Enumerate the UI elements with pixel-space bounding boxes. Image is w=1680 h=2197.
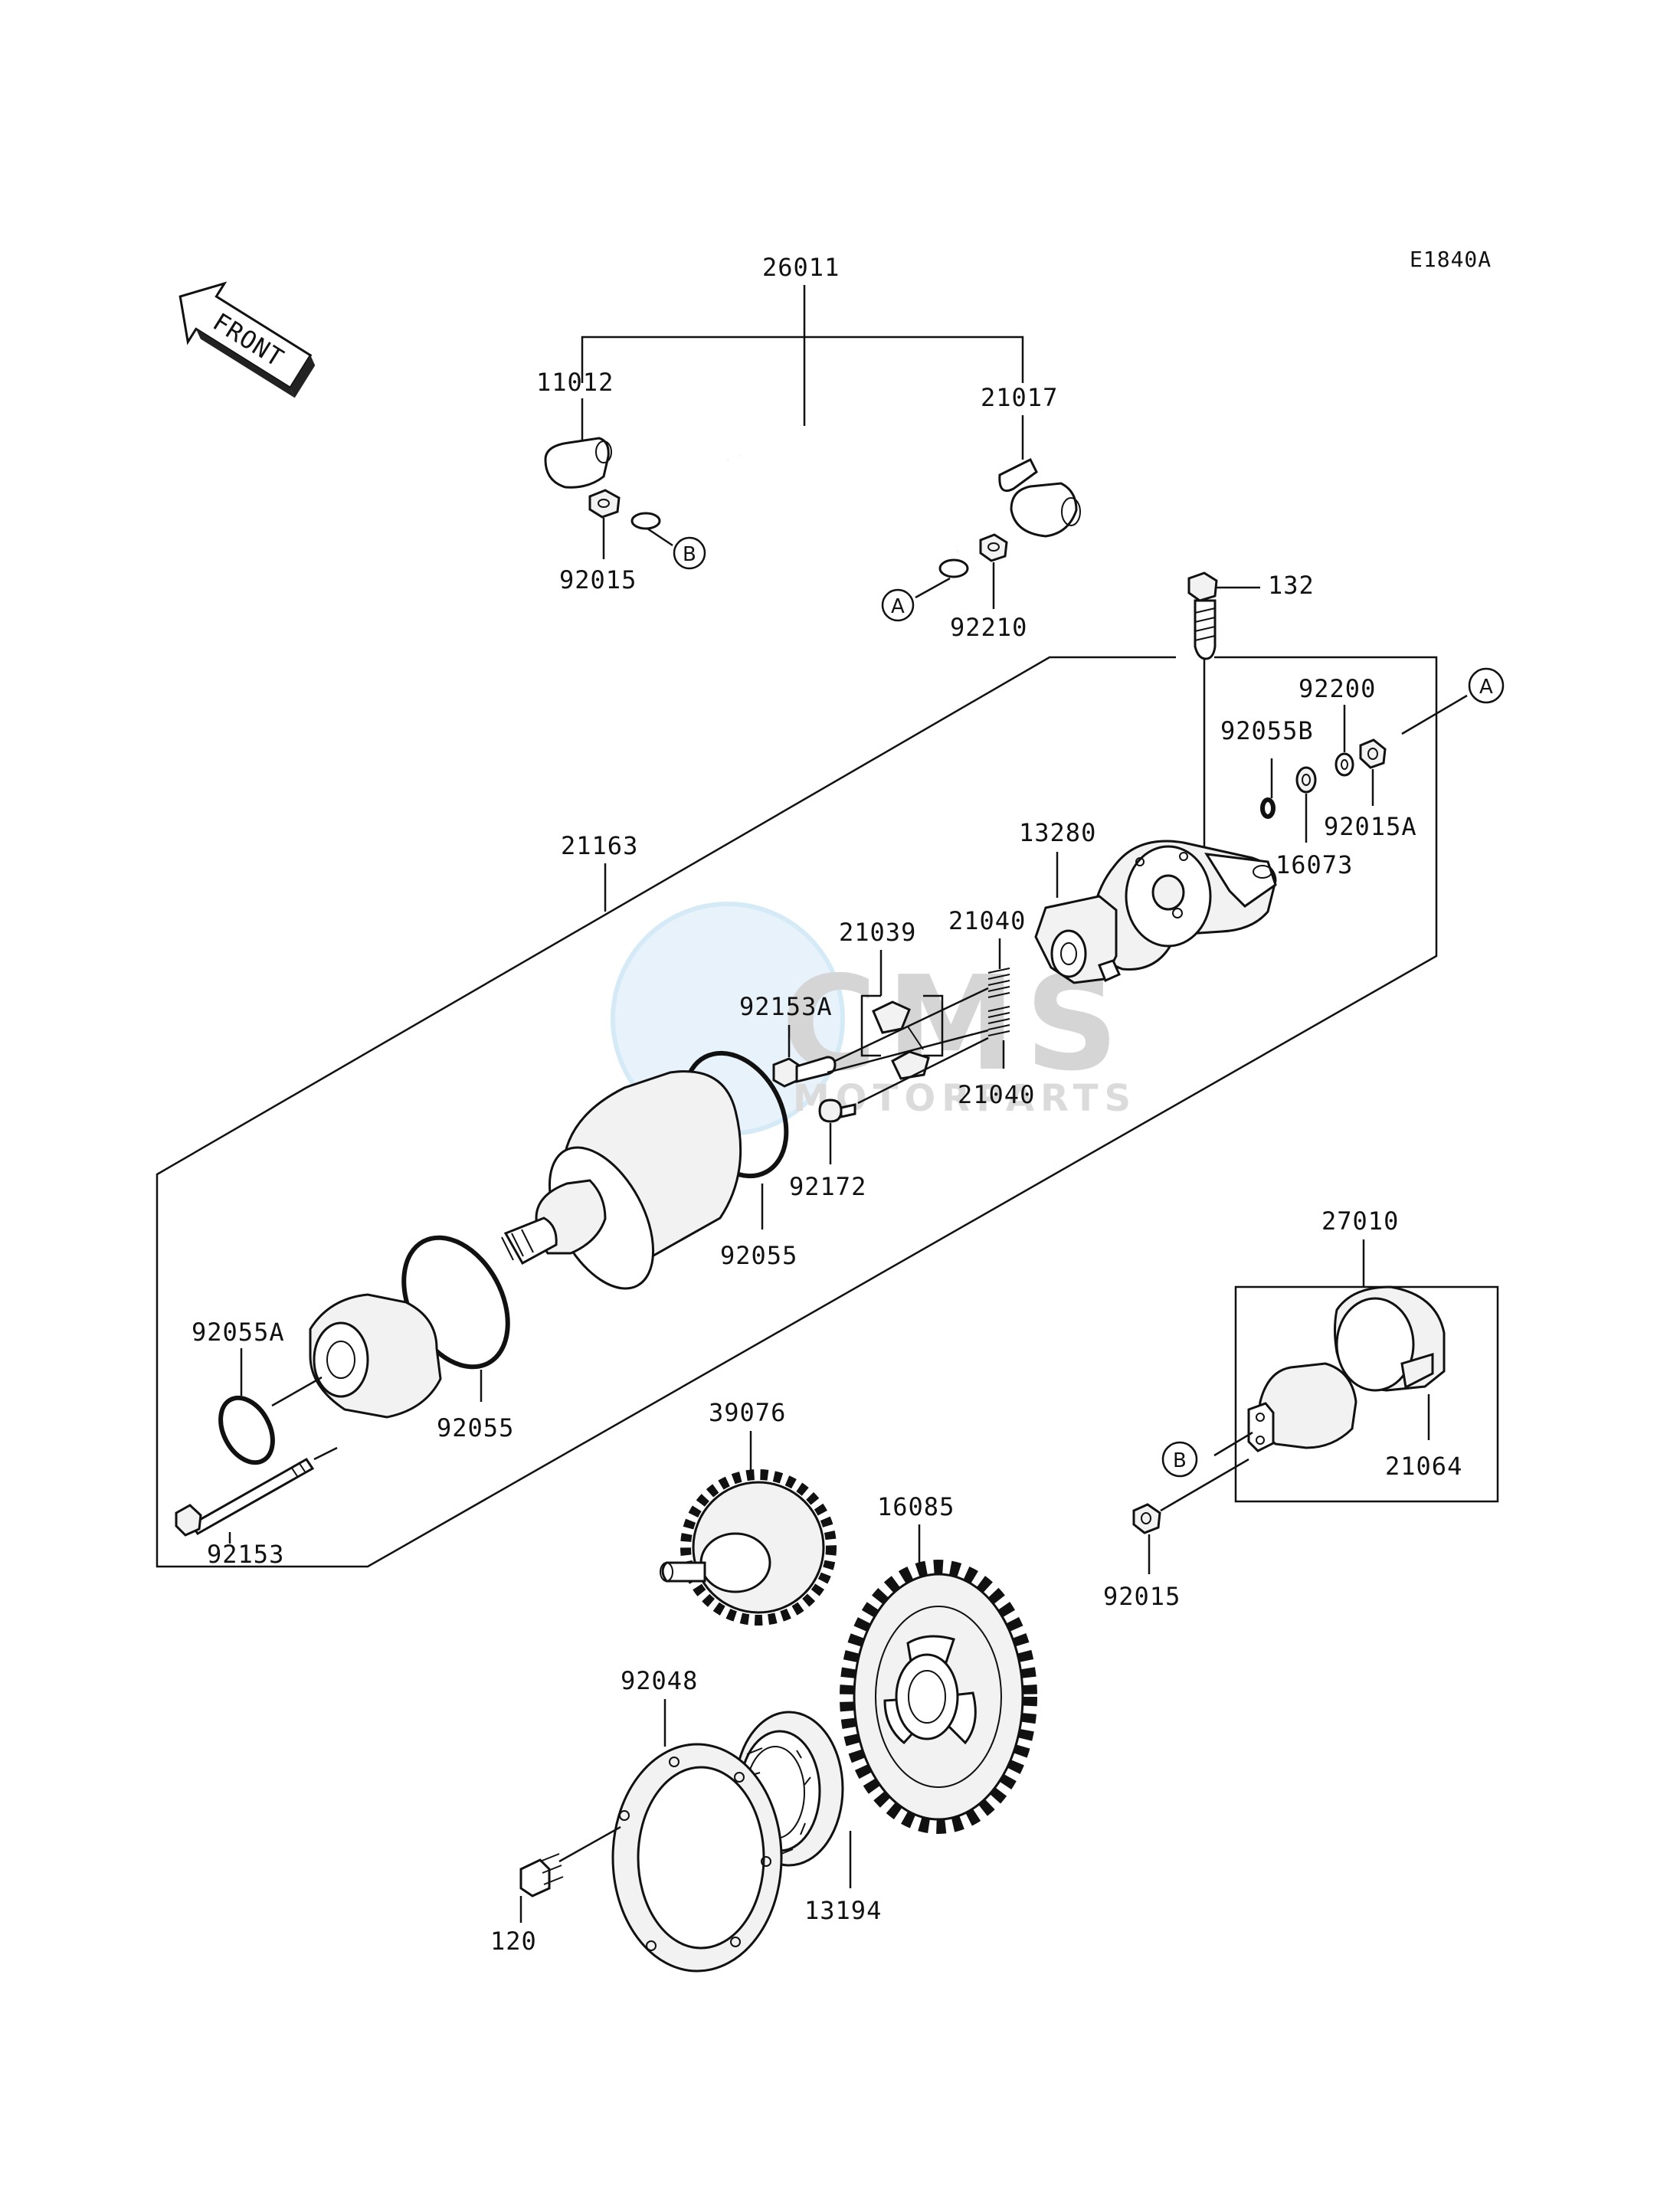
label-16085: 16085 (877, 1492, 955, 1521)
label-21017: 21017 (981, 383, 1058, 412)
label-11012: 11012 (536, 368, 614, 397)
label-92055-mid: 92055 (720, 1241, 797, 1270)
gear-clutch-group: 39076 16085 1319 (490, 1398, 1037, 1973)
bushing-16073 (1295, 766, 1317, 794)
label-92048: 92048 (621, 1666, 698, 1695)
o-ring-92055A (218, 1395, 275, 1465)
starter-gear-16085 (840, 1560, 1037, 1834)
label-92055-left: 92055 (437, 1413, 514, 1442)
callout-b-top (673, 536, 706, 570)
group-outline-21163 (156, 656, 1438, 1568)
idle-gear-39076 (660, 1469, 837, 1626)
label-92200: 92200 (1298, 674, 1376, 703)
svg-text:B: B (1173, 1449, 1187, 1472)
bolt-92153 (189, 1458, 315, 1535)
terminal-cap-11012 (544, 437, 610, 489)
label-27010: 27010 (1321, 1207, 1399, 1236)
bolt-120 (519, 1858, 551, 1897)
label-92015A: 92015A (1324, 812, 1417, 841)
label-21064: 21064 (1385, 1452, 1462, 1481)
label-92015-right: 92015 (1103, 1582, 1181, 1611)
front-arrow-icon: FRONT (178, 281, 316, 398)
label-120: 120 (490, 1927, 537, 1956)
svg-text:A: A (891, 595, 905, 618)
bolt-132 (1187, 571, 1218, 602)
label-132: 132 (1268, 571, 1315, 600)
nut-92015A (1359, 738, 1387, 769)
terminal-cap-21017 (998, 457, 1078, 538)
brush-21039-a (872, 1000, 911, 1034)
spring-21040-b (987, 1006, 1010, 1036)
label-92153: 92153 (207, 1540, 284, 1569)
label-21039: 21039 (839, 918, 916, 947)
label-26011: 26011 (762, 253, 840, 282)
label-92015-top: 92015 (559, 565, 637, 594)
starter-motor-group: 21163 132 92055B 16073 92200 92015 (156, 571, 1505, 1569)
label-39076: 39076 (709, 1398, 786, 1427)
o-ring-92055B (1260, 797, 1276, 819)
label-21163: 21163 (561, 831, 638, 860)
nut-92015-right (1132, 1503, 1161, 1534)
label-92153A: 92153A (739, 992, 833, 1021)
nut-92015-top (588, 489, 621, 519)
screw-92172 (818, 1098, 843, 1123)
screw-92153A (772, 1057, 800, 1088)
svg-text:A: A (1479, 676, 1493, 699)
callout-b-right (1161, 1441, 1198, 1478)
group-outline-27010 (1234, 1285, 1499, 1503)
spring-21040-a (987, 968, 1010, 998)
label-21040-a: 21040 (948, 906, 1026, 935)
clutch-holder-92048 (611, 1743, 783, 1973)
label-92210: 92210 (950, 613, 1027, 642)
callout-a-top (881, 588, 915, 622)
nut-92210 (979, 533, 1008, 562)
svg-text:B: B (683, 543, 696, 566)
callout-a-right (1468, 667, 1505, 704)
diagram-code: E1840A (1410, 247, 1492, 272)
label-92055A: 92055A (192, 1318, 285, 1347)
label-16073: 16073 (1276, 850, 1353, 879)
starter-relay-group: 27010 21064 B 92015 (1103, 1207, 1499, 1611)
label-21040-b: 21040 (958, 1080, 1035, 1109)
label-92055B: 92055B (1220, 716, 1314, 745)
washer-92200 (1335, 752, 1354, 777)
cable-group: 26011 11012 92015 B A 92210 21017 (536, 253, 1081, 642)
label-13280: 13280 (1019, 818, 1096, 847)
label-92172: 92172 (789, 1172, 866, 1201)
label-13194: 13194 (804, 1896, 882, 1925)
